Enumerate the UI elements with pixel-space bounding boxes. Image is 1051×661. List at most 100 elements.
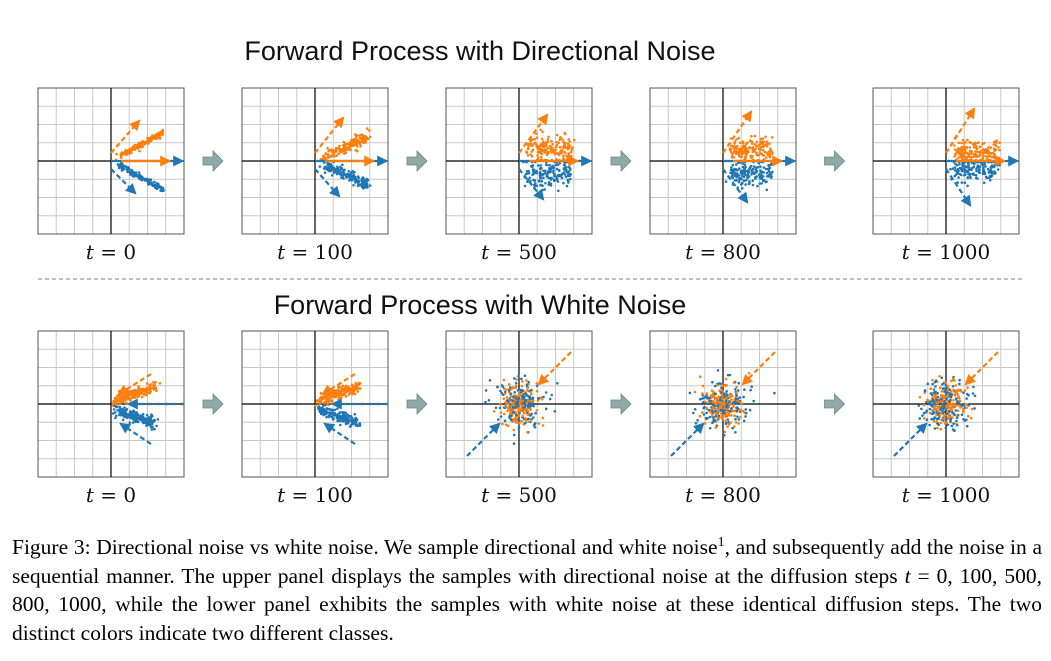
scatter-point [726, 410, 730, 414]
scatter-point [951, 402, 955, 406]
scatter-point [531, 138, 534, 141]
scatter-point [935, 417, 939, 421]
scatter-point [715, 408, 719, 411]
scatter-point [115, 403, 118, 406]
scatter-point [933, 400, 936, 404]
scatter-point [150, 428, 154, 431]
scatter-point [743, 150, 746, 153]
scatter-point [133, 148, 136, 151]
scatter-point [570, 148, 574, 152]
scatter-point [128, 421, 132, 425]
scatter-point [933, 416, 936, 419]
scatter-point [959, 403, 962, 406]
scatter-point [343, 391, 346, 394]
scatter-point [969, 141, 973, 144]
scatter-point [745, 142, 748, 146]
scatter-point [570, 154, 573, 158]
scatter-point [531, 164, 535, 167]
scatter-point [731, 145, 734, 148]
scatter-point [995, 164, 999, 167]
scatter-point [352, 184, 355, 187]
scatter-point [512, 428, 516, 432]
scatter-point [554, 146, 558, 149]
scatter-point [517, 374, 520, 378]
scatter-point [711, 421, 714, 425]
scatter-point [354, 148, 358, 152]
scatter-point [124, 411, 127, 414]
noise-arrow-orange [321, 373, 356, 396]
scatter-point [747, 182, 751, 186]
scatter-point [717, 395, 721, 399]
scatter-point [520, 404, 523, 407]
scatter-point [332, 394, 336, 398]
noise-arrow-orange [117, 373, 152, 396]
scatter-point [954, 409, 958, 412]
scatter-point [531, 403, 535, 407]
scatter-point [332, 171, 336, 174]
scatter-point [358, 143, 362, 146]
scatter-point [719, 412, 723, 415]
scatter-point [756, 165, 760, 169]
scatter-point [755, 153, 758, 156]
scatter-point [550, 139, 553, 143]
scatter-point [530, 150, 533, 153]
scatter-point [124, 151, 127, 155]
scatter-point [517, 419, 521, 422]
scatter-point [537, 397, 541, 400]
scatter-point [749, 388, 752, 392]
scatter-point [976, 141, 979, 145]
scatter-point [963, 169, 966, 172]
scatter-point [921, 414, 924, 417]
scatter-point [342, 169, 345, 172]
scatter-point [931, 403, 935, 406]
scatter-point [514, 405, 518, 409]
scatter-point [703, 422, 707, 425]
scatter-point [977, 168, 981, 172]
scatter-point [747, 371, 751, 375]
scatter-point [566, 174, 570, 177]
scatter-point [130, 396, 133, 400]
scatter-point [744, 415, 747, 418]
noise-arrow-blue [722, 168, 749, 204]
scatter-point [719, 382, 722, 386]
scatter-point [964, 165, 967, 168]
scatter-point [975, 176, 978, 180]
scatter-point [133, 410, 136, 414]
scatter-point [974, 174, 978, 177]
scatter-point [741, 181, 744, 185]
scatter-point [484, 400, 487, 404]
scatter-point [119, 412, 122, 416]
scatter-point [111, 412, 115, 415]
transition-arrow-icon [406, 393, 428, 415]
time-step-label: t = 1000 [902, 240, 990, 264]
scatter-point [692, 411, 695, 415]
scatter-point [563, 163, 566, 167]
scatter-point [160, 186, 163, 189]
scatter-point [939, 411, 943, 415]
scatter-point [994, 144, 998, 147]
scatter-point [511, 401, 515, 405]
subplot-directional-t500: t = 500 [445, 87, 593, 264]
scatter-point [539, 128, 542, 132]
scatter-point [123, 406, 126, 409]
scatter-point [127, 395, 130, 398]
scatter-point [761, 137, 765, 140]
scatter-point [540, 179, 544, 183]
scatter-point [760, 171, 763, 174]
scatter-point [557, 189, 560, 193]
scatter-point [728, 396, 731, 399]
scatter-point [343, 389, 347, 392]
scatter-point [701, 392, 704, 395]
scatter-point [353, 417, 357, 421]
scatter-point [533, 141, 536, 145]
scatter-point [547, 180, 551, 184]
scatter-point [356, 175, 360, 178]
scatter-point [951, 385, 955, 388]
time-step-label: t = 500 [481, 483, 557, 507]
scatter-point [735, 394, 738, 397]
scatter-point [140, 177, 143, 181]
scatter-point [966, 184, 969, 188]
scatter-point [987, 171, 991, 174]
scatter-point [742, 419, 746, 423]
scatter-point [563, 131, 566, 135]
